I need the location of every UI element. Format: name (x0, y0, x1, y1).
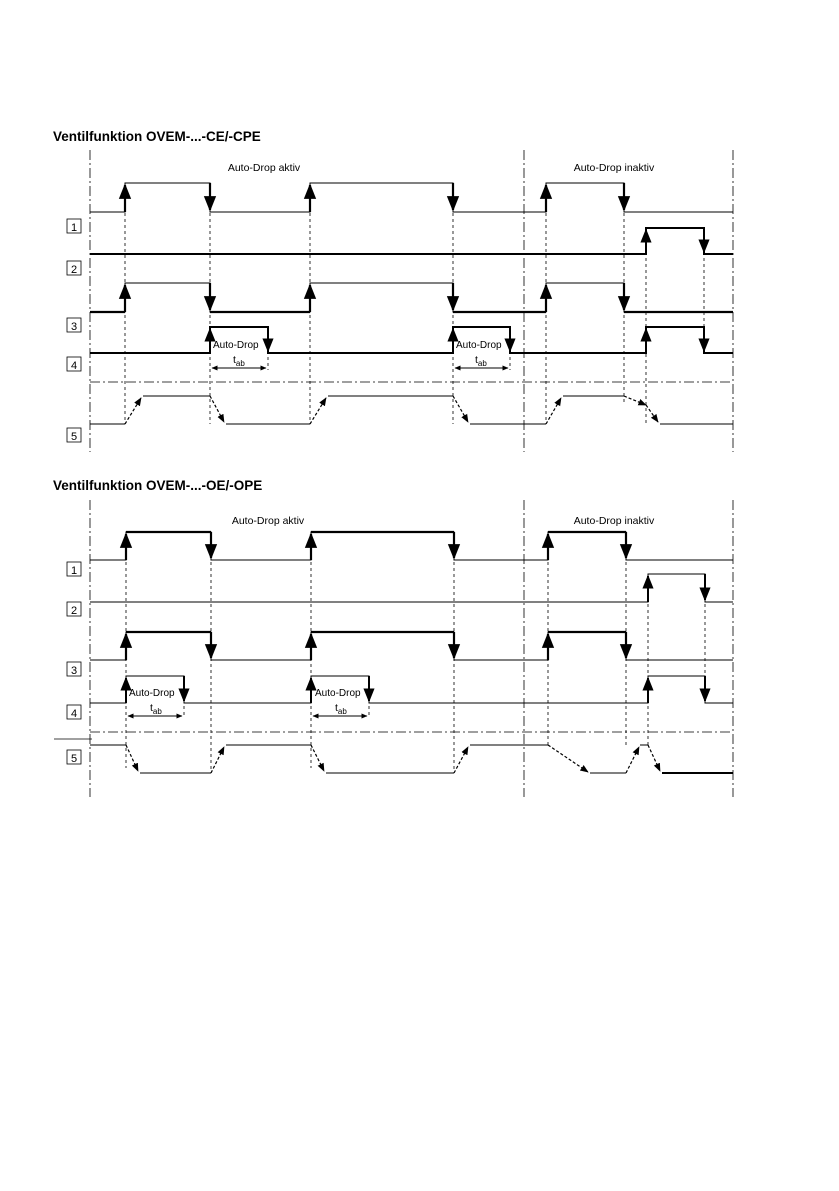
row-label-boxes (67, 562, 81, 764)
phase-label-inactive: Auto-Drop inaktiv (574, 515, 655, 527)
signal-row-1 (90, 532, 733, 560)
t-ab-label: tab (150, 702, 162, 716)
signal-row-3 (90, 283, 733, 312)
signal-row-3 (90, 632, 733, 660)
row-5-transitions (126, 745, 660, 773)
row-label-4: 4 (71, 360, 77, 372)
signal-row-5 (90, 745, 648, 773)
row-3-thick (126, 632, 626, 660)
phase-label-active: Auto-Drop aktiv (228, 162, 301, 174)
t-ab-label: tab (475, 354, 487, 368)
phase-label-active: Auto-Drop aktiv (232, 515, 305, 527)
row-label-5: 5 (71, 431, 77, 443)
row-1-arrows (125, 183, 624, 212)
auto-drop-label: Auto-Drop (456, 340, 502, 351)
t-ab-label: tab (335, 702, 347, 716)
event-guides (126, 532, 705, 773)
row-1-thick (126, 532, 626, 560)
row-2-arrows (646, 228, 704, 254)
row-2-arrows (648, 574, 705, 602)
frame-lines (90, 150, 733, 452)
signal-row-1 (90, 183, 733, 212)
row-3-thick (90, 283, 733, 312)
signal-row-2 (90, 228, 733, 254)
signal-row-4 (90, 327, 733, 353)
row-label-1: 1 (71, 565, 77, 577)
t-ab-label: tab (233, 354, 245, 368)
row-5-transitions (125, 396, 658, 424)
row-label-3: 3 (71, 665, 77, 677)
signal-row-2 (90, 574, 733, 602)
auto-drop-label: Auto-Drop (213, 340, 259, 351)
row-label-3: 3 (71, 321, 77, 333)
row-label-4: 4 (71, 708, 77, 720)
diagram-oe: 1 2 3 4 5 Auto-Drop aktiv Auto-Drop inak… (54, 500, 733, 797)
row-label-5: 5 (71, 753, 77, 765)
signal-row-5 (90, 396, 733, 424)
auto-drop-label: Auto-Drop (315, 688, 361, 699)
frame-lines (90, 500, 733, 797)
row-label-2: 2 (71, 605, 77, 617)
signal-row-4 (90, 676, 733, 703)
auto-drop-label: Auto-Drop (129, 688, 175, 699)
diagram-ce: 1 2 3 4 5 Auto-Drop aktiv Auto-Drop inak… (67, 150, 733, 452)
event-guides (125, 183, 704, 424)
row-label-1: 1 (71, 222, 77, 234)
phase-label-inactive: Auto-Drop inaktiv (574, 162, 655, 174)
row-label-2: 2 (71, 264, 77, 276)
